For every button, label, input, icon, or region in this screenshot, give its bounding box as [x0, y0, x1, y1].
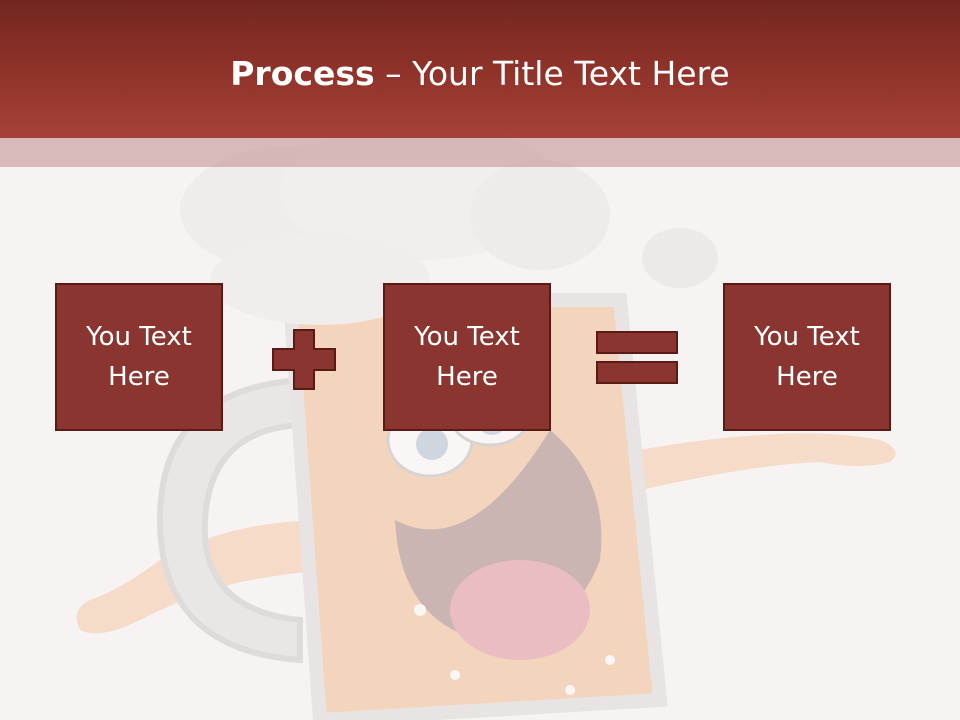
- process-box-1: You Text Here: [55, 283, 223, 431]
- slide-title: Process – Your Title Text Here: [0, 52, 960, 96]
- plus-icon: [272, 329, 336, 390]
- process-box-3: You Text Here: [723, 283, 891, 431]
- process-box-2: You Text Here: [383, 283, 551, 431]
- process-box-1-label: You Text Here: [86, 322, 192, 392]
- process-box-2-label: You Text Here: [414, 322, 520, 392]
- title-underline-band: [0, 138, 960, 167]
- title-bold: Process: [230, 54, 375, 93]
- process-box-3-label: You Text Here: [754, 322, 860, 392]
- title-rest: – Your Title Text Here: [374, 54, 730, 93]
- title-bar: [0, 0, 960, 138]
- equals-icon: [596, 331, 678, 384]
